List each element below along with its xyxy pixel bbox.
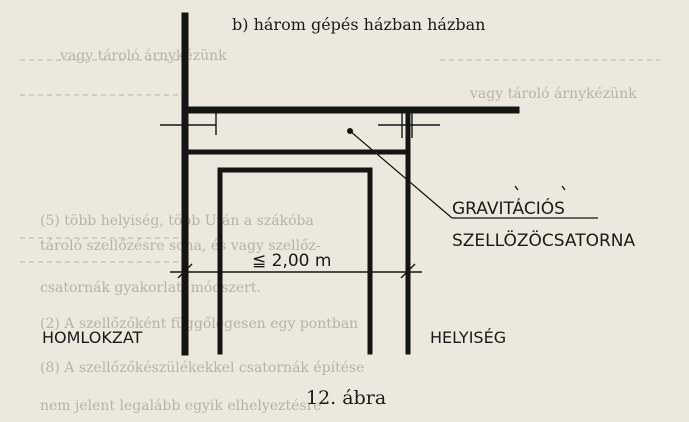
dimension-tick-right xyxy=(400,263,416,279)
bg-line-5: csatornák gyakorlati módszert. xyxy=(40,280,261,296)
bg-line-8: nem jelent legalább egyik elhelyeztésre xyxy=(40,398,322,414)
accent-mark-1 xyxy=(514,185,519,191)
accent-mark-2 xyxy=(561,185,566,191)
label-gravitacios: GRAVITÁCIÓS xyxy=(452,197,565,219)
label-szellozocsatorna: SZELLÖZÖCSATORNA xyxy=(452,229,636,251)
bg-line-4: tároló szellőzésre soha, és vagy szellőz… xyxy=(40,238,321,254)
bg-line-6: (2) A szellőzőként függőlegesen egy pont… xyxy=(40,316,358,332)
dimension-label: ≦ 2,00 m xyxy=(252,251,331,271)
room-outline xyxy=(217,167,373,355)
bg-line-3: (5) több helyiség, több Után a szákóba xyxy=(40,213,314,229)
label-accent-marks xyxy=(514,185,566,191)
bg-line-1: vagy tároló árnykézünk xyxy=(59,48,227,64)
bottom-dimension-line xyxy=(170,263,422,279)
bg-line-2: vagy tároló árnykézünk xyxy=(469,86,637,102)
background-text: vagy tároló árnykézünk vagy tároló árnyk… xyxy=(40,48,637,414)
label-helyiseg: HELYISÉG xyxy=(430,328,506,347)
figure-caption: 12. ábra xyxy=(306,387,386,409)
label-homlokzat: HOMLOKZAT xyxy=(42,328,143,347)
leader-line-1 xyxy=(349,130,453,219)
top-dimension-marks xyxy=(160,110,440,138)
dashed-guides xyxy=(20,59,660,263)
dimension-tick-left xyxy=(177,263,193,279)
leader xyxy=(347,128,598,219)
header-fragment: b) három gépés házban házban xyxy=(232,15,485,34)
duct-structure xyxy=(181,12,520,356)
bg-line-7: (8) A szellőzőkészülékekkel csatornák ép… xyxy=(40,360,364,376)
